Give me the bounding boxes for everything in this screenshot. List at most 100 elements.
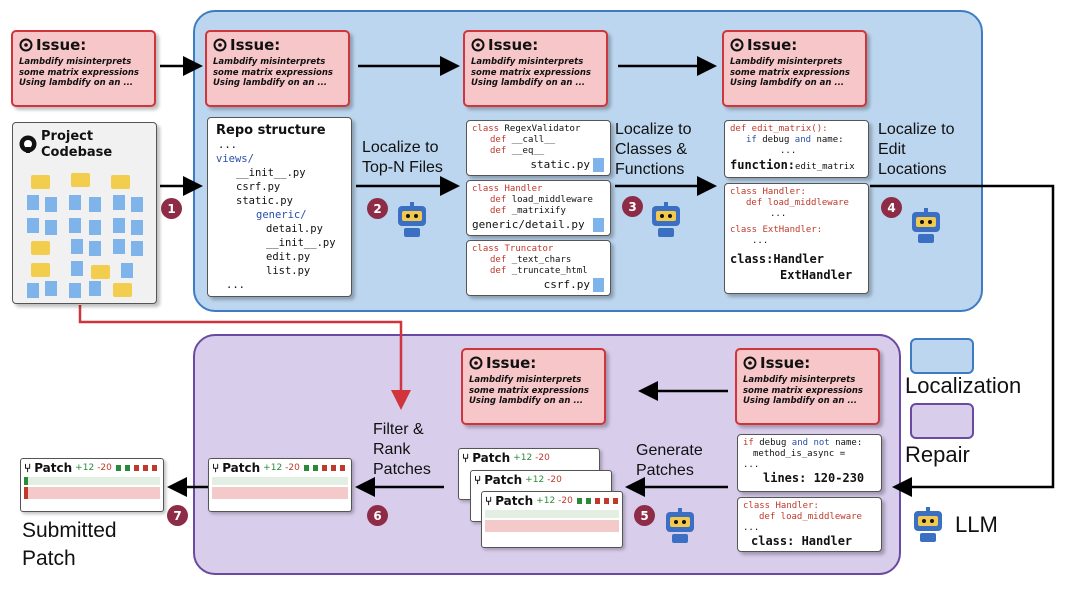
folder-icon: [71, 173, 90, 187]
step-badge-7: 7: [167, 505, 188, 526]
folder-icon: [31, 263, 50, 277]
legend-label-repair: Repair: [905, 442, 970, 467]
patch-title: Patch: [472, 451, 511, 465]
patch-deletions: -20: [97, 463, 112, 473]
file-icon: [113, 239, 125, 254]
keyword: and not: [791, 438, 830, 448]
code-token: debug: [762, 135, 790, 145]
repo-folder: views/: [216, 153, 254, 165]
issue-line: Using lambdify on an ...: [743, 396, 858, 406]
class-def: class ExtHandler:: [730, 225, 823, 235]
repo-file: list.py: [266, 265, 311, 277]
file-name: static.py: [530, 158, 590, 171]
branch-icon: ⑂: [212, 461, 220, 475]
step-badge-3: 3: [622, 196, 643, 217]
class-keyword: class: [472, 244, 500, 254]
issue-title: Issue:: [760, 354, 811, 372]
repo-file: csrf.py: [236, 181, 281, 193]
file-icon: [121, 263, 133, 278]
footer-value: edit_matrix: [795, 162, 855, 172]
issue-line: some matrix expressions: [469, 385, 589, 396]
file-icon: [27, 195, 39, 210]
issue-line: some matrix expressions: [471, 67, 591, 78]
code-token: name:: [816, 135, 844, 145]
repo-title: Repo structure: [216, 123, 326, 138]
branch-icon: ⑂: [24, 461, 32, 475]
issue-line: some matrix expressions: [743, 385, 863, 396]
file-icon: [45, 197, 57, 212]
ranked-patch-card: ⑂Patch+12-20: [208, 458, 352, 512]
repo-folder: generic/: [256, 209, 307, 221]
issue-line: Using lambdify on an ...: [730, 78, 845, 88]
code-ellipsis: ...: [752, 236, 769, 246]
function-name: _truncate_html: [511, 266, 588, 276]
diff-added: [24, 477, 160, 485]
file-icon: [131, 241, 143, 256]
footer-label: function:: [730, 158, 796, 172]
step-badge-4: 4: [881, 197, 902, 218]
file-icon: [69, 195, 81, 210]
function-name: load_middleware: [511, 195, 593, 205]
issue-title: Issue:: [36, 36, 87, 54]
label-line: Submitted: [22, 519, 117, 542]
repo-structure-card: Repo structure ... views/ __init__.py cs…: [207, 117, 352, 297]
function-name: __eq__: [511, 146, 545, 156]
repo-file: detail.py: [266, 223, 323, 235]
step-badge-5: 5: [634, 505, 655, 526]
branch-icon: ⑂: [485, 494, 493, 508]
patch-additions: +12: [263, 463, 283, 473]
file-name: generic/detail.py: [472, 218, 585, 231]
code-ellipsis: ...: [743, 460, 760, 470]
file-icon: [131, 220, 143, 235]
file-icon: [71, 239, 83, 254]
issue-line: Lambdify misinterprets: [471, 57, 584, 67]
label-line: Filter &: [373, 421, 424, 438]
issue-line: Lambdify misinterprets: [743, 375, 856, 385]
repo-line: ...: [218, 139, 237, 151]
folder-icon: [31, 175, 50, 189]
codebase-title: Codebase: [41, 145, 113, 160]
label-line: Functions: [615, 161, 685, 178]
class-keyword: class: [472, 184, 500, 194]
branch-icon: ⑂: [462, 451, 470, 465]
issue-line: Using lambdify on an ...: [213, 78, 328, 88]
label-line: Classes &: [615, 141, 688, 158]
class-name: RegexValidator: [504, 124, 581, 134]
class-name: Truncator: [504, 244, 554, 254]
robot-icon: [912, 208, 940, 243]
file-icon: [113, 195, 125, 210]
file-icon: [593, 158, 604, 172]
patch-additions: +12: [75, 463, 95, 473]
class-def: class Handler:: [730, 187, 806, 197]
codebase-title: Project: [41, 129, 94, 144]
footer-value: Handler: [773, 252, 824, 266]
file-icon: [113, 218, 125, 233]
function-name: _matrixify: [511, 206, 566, 216]
file-name: csrf.py: [543, 278, 590, 291]
file-icon: [27, 283, 39, 298]
repo-file: __init__.py: [236, 167, 306, 179]
file-card: class Truncator def _text_chars def _tru…: [466, 240, 611, 296]
patch-additions: +12: [513, 453, 533, 463]
issue-line: some matrix expressions: [19, 67, 139, 78]
file-icon: [89, 220, 101, 235]
issue-icon: [213, 38, 227, 52]
issue-title: Issue:: [230, 36, 281, 54]
file-icon: [27, 218, 39, 233]
patch-title: Patch: [222, 461, 261, 475]
code-token: debug: [759, 438, 787, 448]
function-def: def edit_matrix():: [730, 124, 828, 134]
issue-icon: [469, 356, 483, 370]
issue-line: Using lambdify on an ...: [469, 396, 584, 406]
footer-label: class:: [730, 252, 774, 266]
footer-value: ExtHandler: [780, 268, 853, 282]
issue-line: Lambdify misinterprets: [469, 375, 582, 385]
